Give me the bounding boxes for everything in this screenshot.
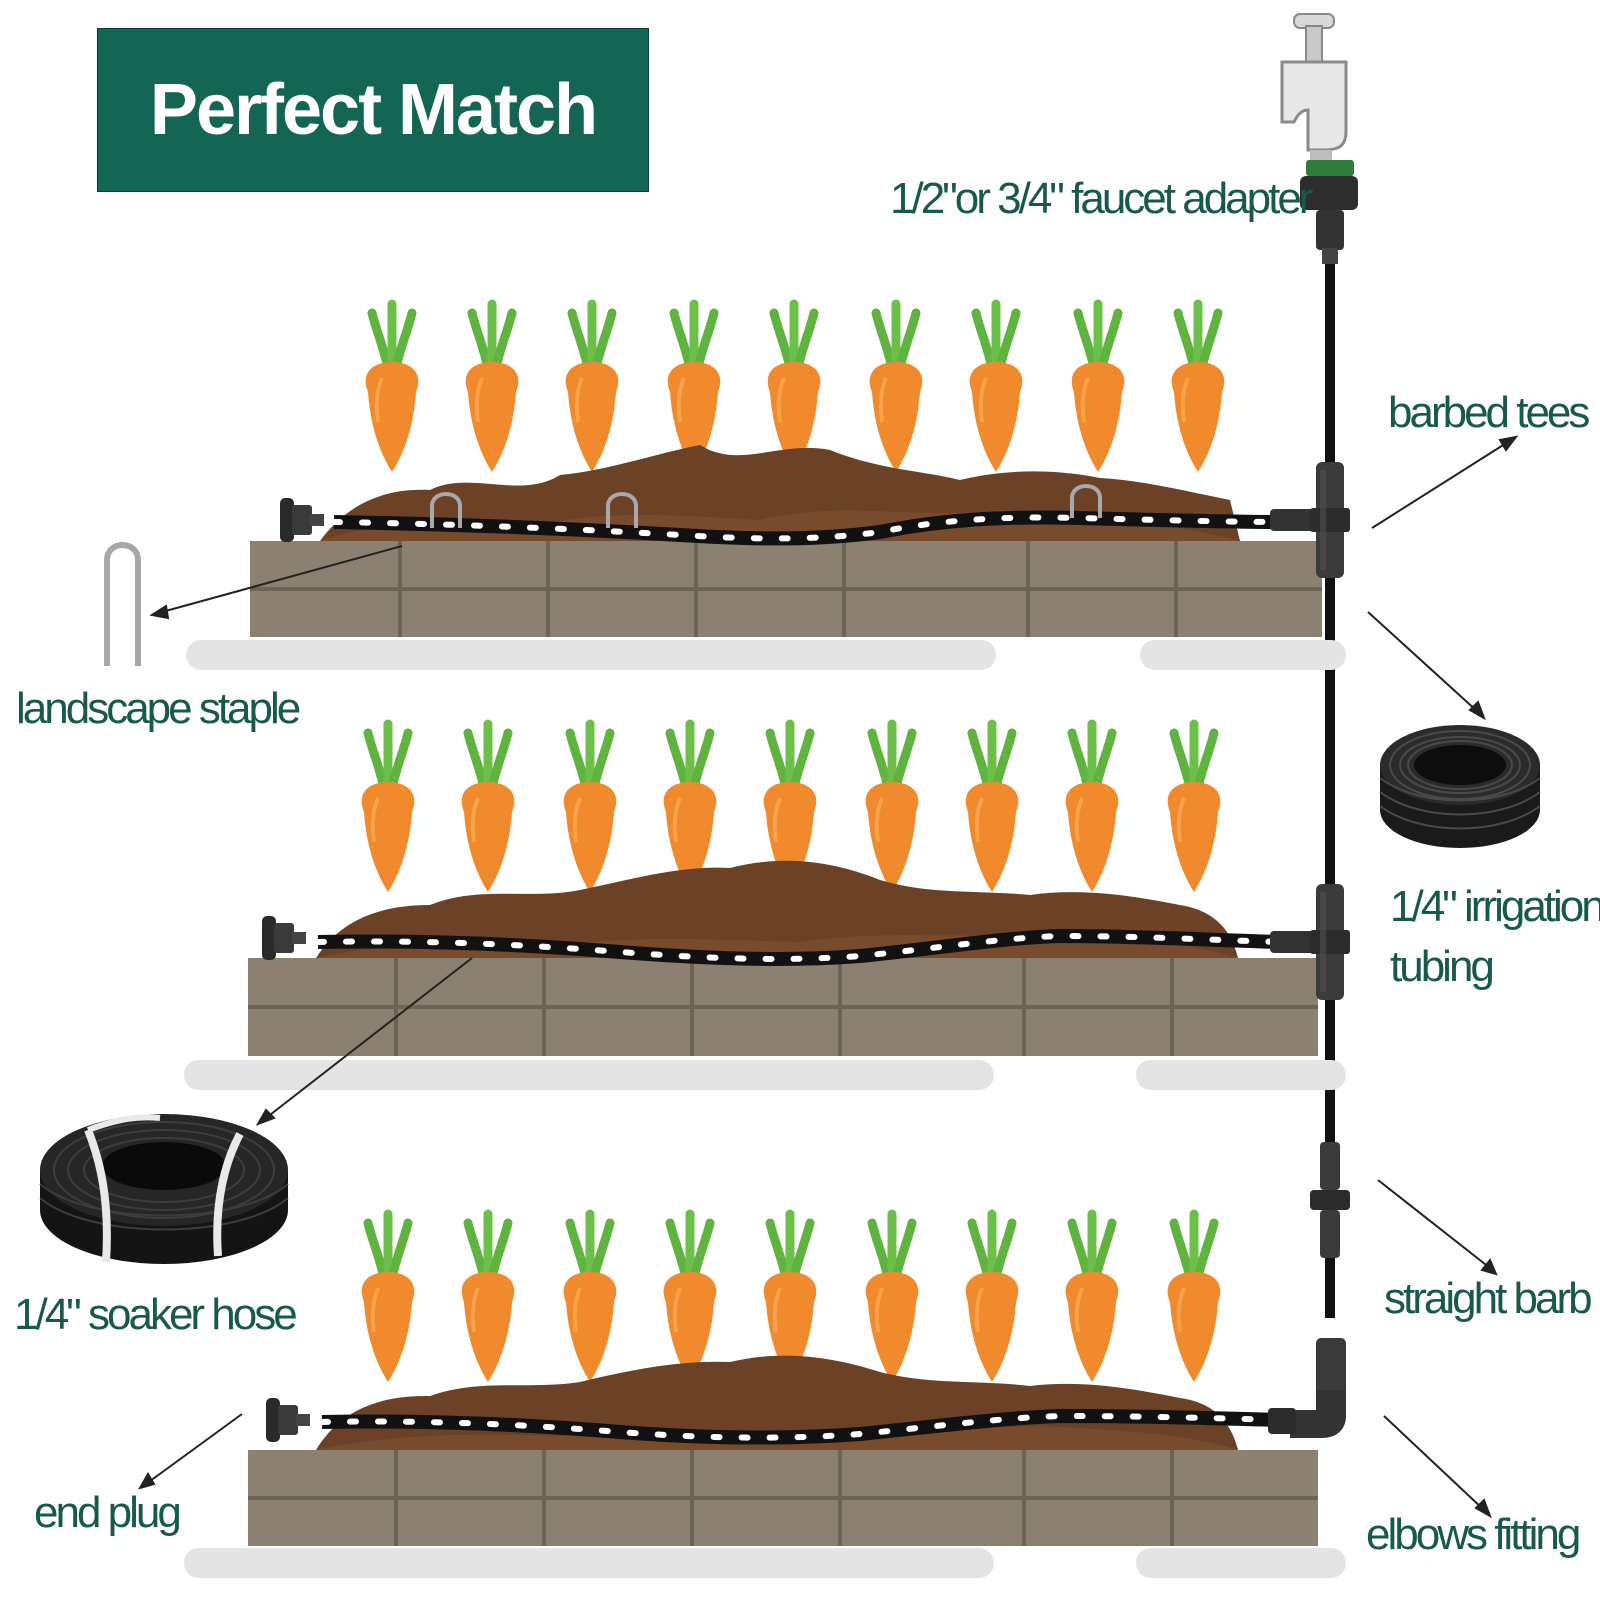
tubing-coil-icon (1379, 725, 1541, 848)
staple-icon (104, 542, 141, 666)
soaker-hose-bed-3 (319, 1408, 1285, 1445)
label-end-plug: end plug (34, 1488, 182, 1537)
garden-bed-2 (184, 724, 1346, 1090)
end-plug-icon-bed-2 (262, 916, 306, 960)
label-irrigation-tubing-line2: tubing (1390, 942, 1495, 991)
faucet-adapter-icon (1300, 160, 1358, 264)
pointer-arrows (137, 435, 1519, 1519)
label-faucet-adapter: 1/2"or 3/4" faucet adapter (890, 174, 1313, 223)
soaker-hose-coil-icon (39, 1114, 289, 1264)
garden-bed-1 (186, 304, 1346, 670)
end-plug-icon-bed-3 (266, 1398, 310, 1442)
label-straight-barb: straight barb (1384, 1274, 1593, 1323)
perfect-match-banner: Perfect Match (97, 28, 649, 192)
label-elbows-fitting: elbows fitting (1366, 1510, 1581, 1559)
label-soaker-hose: 1/4" soaker hose (14, 1290, 298, 1339)
label-barbed-tees: barbed tees (1388, 388, 1590, 437)
label-landscape-staple: landscape staple (16, 684, 301, 733)
elbow-fitting-icon (1268, 1338, 1346, 1438)
faucet-icon (1280, 13, 1348, 160)
label-irrigation-tubing-line1: 1/4" irrigation (1390, 882, 1600, 931)
soaker-hose-bed-1 (331, 510, 1287, 546)
soaker-hose-bed-2 (315, 928, 1283, 966)
end-plug-icon-bed-1 (280, 498, 324, 542)
garden-bed-3 (184, 1214, 1346, 1578)
banner-title: Perfect Match (149, 70, 598, 150)
staple-icon (430, 484, 1102, 528)
straight-barb-icon (1310, 1142, 1350, 1258)
